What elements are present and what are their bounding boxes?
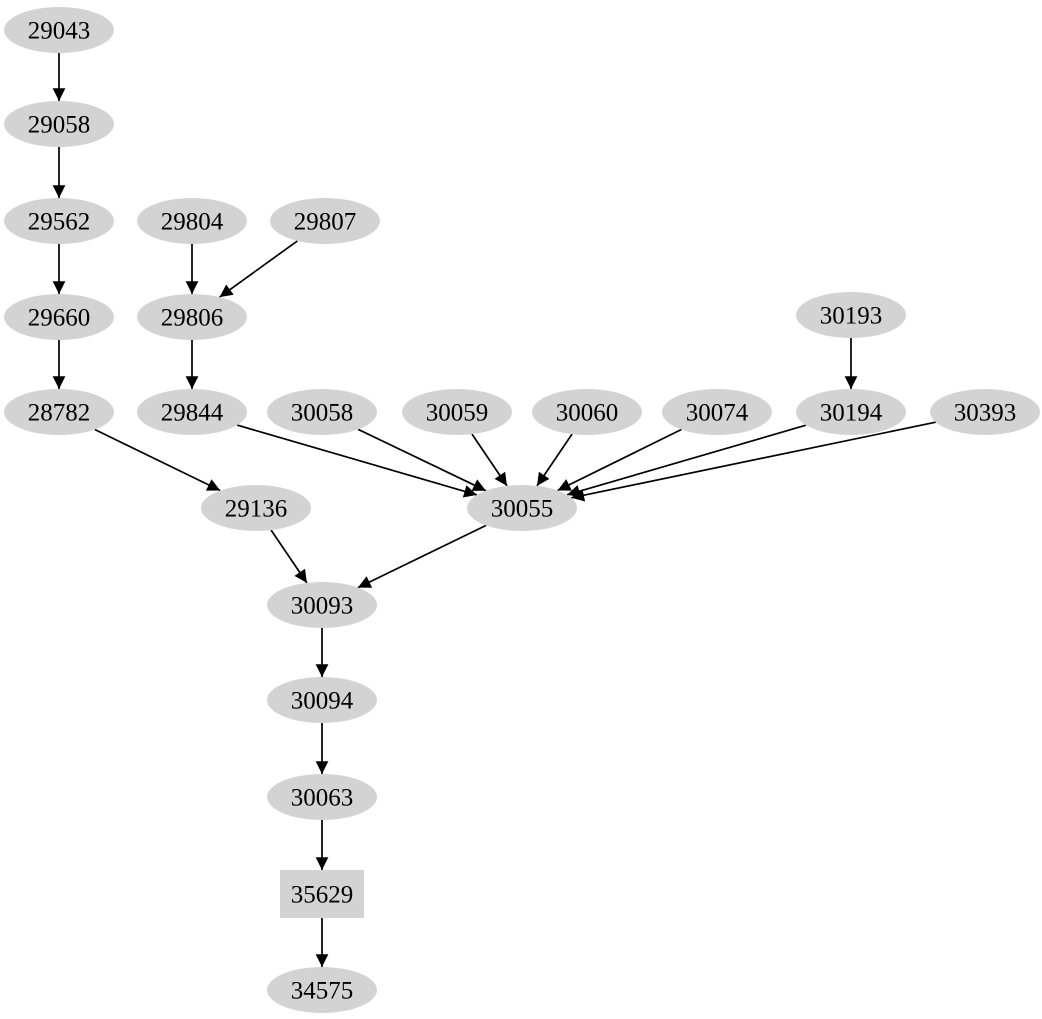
node-ellipse-shape (662, 389, 772, 435)
edge-30074-to-30055 (557, 428, 682, 492)
node-ellipse-shape (796, 389, 906, 435)
graph-node-30055: 30055 (467, 485, 577, 531)
graph-node-30393: 30393 (930, 389, 1040, 435)
node-label: 34575 (291, 978, 354, 1005)
graph-node-30193: 30193 (796, 292, 906, 338)
node-ellipse-shape (4, 7, 114, 53)
edge-30060-to-30055 (536, 433, 573, 487)
edge-29807-to-29806 (219, 240, 298, 298)
node-label: 30193 (820, 303, 883, 330)
graph-node-29844: 29844 (137, 389, 247, 435)
node-label: 30060 (556, 400, 619, 427)
graph-node-30194: 30194 (796, 389, 906, 435)
graph-node-29043: 29043 (4, 7, 114, 53)
node-label: 29660 (28, 305, 91, 332)
node-ellipse-shape (137, 294, 247, 340)
node-box-shape (280, 870, 364, 918)
node-ellipse-shape (796, 292, 906, 338)
node-ellipse-shape (267, 774, 377, 820)
node-ellipse-shape (402, 389, 512, 435)
edge-29136-to-30093 (270, 529, 308, 584)
node-label: 29844 (161, 400, 224, 427)
node-label: 29136 (225, 496, 288, 523)
graph-node-34575: 34575 (267, 967, 377, 1013)
node-label: 29043 (28, 18, 91, 45)
graph-node-28782: 28782 (4, 389, 114, 435)
node-label: 30059 (426, 400, 489, 427)
edge-30059-to-30055 (471, 433, 508, 487)
node-ellipse-shape (270, 198, 380, 244)
node-label: 30063 (291, 785, 354, 812)
graph-node-29804: 29804 (137, 198, 247, 244)
graph-node-35629: 35629 (280, 870, 364, 918)
node-label: 30093 (291, 593, 354, 620)
node-label: 29807 (294, 209, 357, 236)
node-label: 30393 (954, 400, 1017, 427)
node-label: 30094 (291, 688, 354, 715)
node-ellipse-shape (4, 389, 114, 435)
graph-node-30063: 30063 (267, 774, 377, 820)
graph-node-30093: 30093 (267, 582, 377, 628)
graph-node-30074: 30074 (662, 389, 772, 435)
edge-30194-to-30055 (566, 424, 807, 498)
graph-node-29058: 29058 (4, 101, 114, 147)
node-ellipse-shape (930, 389, 1040, 435)
node-ellipse-shape (4, 198, 114, 244)
graph-node-29806: 29806 (137, 294, 247, 340)
node-ellipse-shape (267, 582, 377, 628)
edge-30055-to-30093 (357, 524, 487, 589)
graph-node-29562: 29562 (4, 198, 114, 244)
graph-node-30058: 30058 (267, 389, 377, 435)
graph-node-30094: 30094 (267, 677, 377, 723)
node-ellipse-shape (137, 389, 247, 435)
node-ellipse-shape (201, 485, 311, 531)
node-ellipse-shape (4, 101, 114, 147)
node-ellipse-shape (4, 294, 114, 340)
node-ellipse-shape (467, 485, 577, 531)
node-ellipse-shape (532, 389, 642, 435)
node-label: 29806 (161, 305, 224, 332)
node-label: 35629 (291, 882, 354, 909)
node-label: 28782 (28, 400, 91, 427)
graph-node-30059: 30059 (402, 389, 512, 435)
node-label: 29562 (28, 209, 91, 236)
node-ellipse-shape (267, 967, 377, 1013)
node-label: 30055 (491, 496, 554, 523)
node-label: 30074 (686, 400, 749, 427)
node-label: 30194 (820, 400, 883, 427)
graph-node-30060: 30060 (532, 389, 642, 435)
graph-node-29807: 29807 (270, 198, 380, 244)
edge-29844-to-30055 (236, 424, 478, 498)
node-ellipse-shape (267, 677, 377, 723)
node-ellipse-shape (137, 198, 247, 244)
node-ellipse-shape (267, 389, 377, 435)
graph-node-29660: 29660 (4, 294, 114, 340)
node-label: 30058 (291, 400, 354, 427)
edge-30393-to-30055 (571, 421, 936, 502)
node-label: 29058 (28, 112, 91, 139)
edge-30058-to-30055 (357, 428, 487, 492)
graph-node-29136: 29136 (201, 485, 311, 531)
node-label: 29804 (161, 209, 224, 236)
edge-28782-to-29136 (94, 428, 221, 492)
